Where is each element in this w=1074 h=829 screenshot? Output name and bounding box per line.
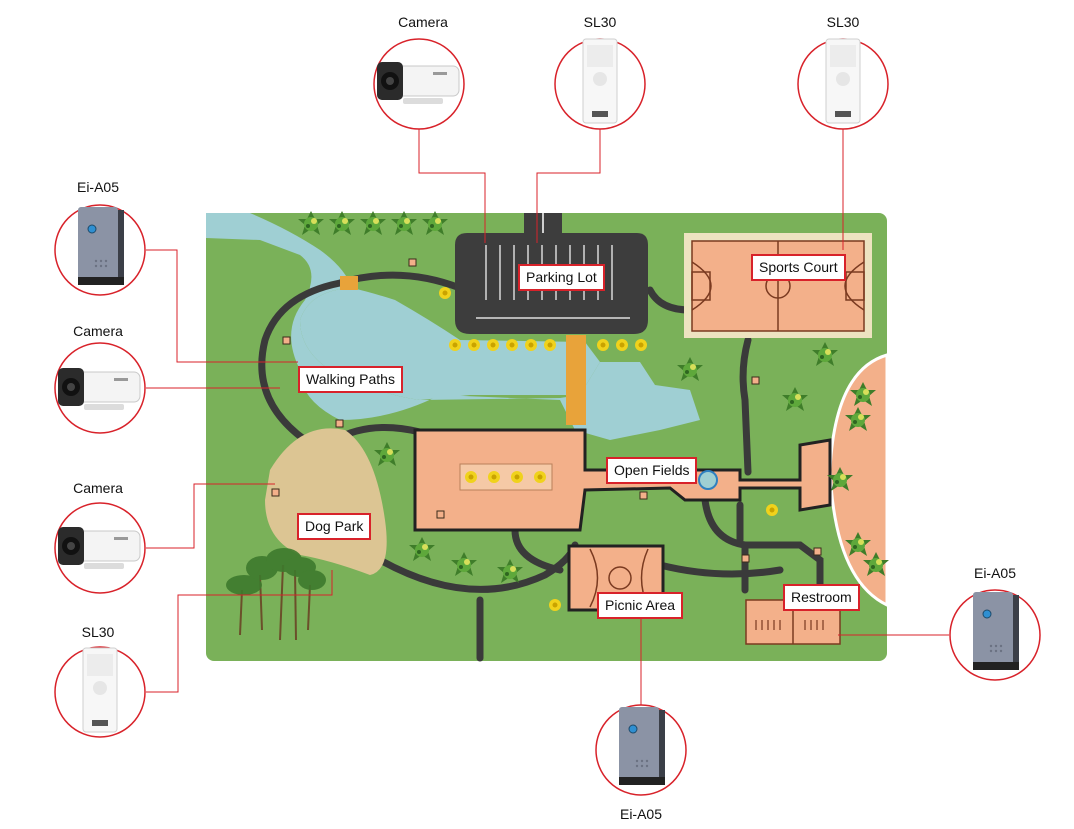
bridge-west: [340, 276, 358, 290]
caption-sl30-left: SL30: [81, 624, 115, 640]
caption-camera-top: Camera: [398, 14, 448, 30]
caption-ei-left: Ei-A05: [76, 179, 120, 195]
caption-camera-left-b: Camera: [73, 480, 123, 496]
intercom-icon: [618, 706, 666, 786]
device-ei-left: [54, 204, 146, 296]
device-camera-top: [373, 38, 465, 130]
sports-court-area: [684, 233, 872, 338]
walking-path-network: [258, 271, 824, 662]
intercom-icon: [77, 206, 125, 286]
intercom-icon: [972, 591, 1020, 671]
fountain: [698, 470, 718, 490]
device-camera-left-b: [54, 502, 146, 594]
label-walking-paths: Walking Paths: [298, 366, 403, 393]
column-speaker-icon: [82, 647, 118, 733]
caption-sl30-top-b: SL30: [826, 14, 860, 30]
label-dog-park: Dog Park: [297, 513, 372, 540]
caption-camera-left-a: Camera: [73, 323, 123, 339]
caption-ei-bottom: Ei-A05: [619, 806, 663, 822]
connector-lines: [146, 128, 949, 706]
device-sl30-top-a: [554, 38, 646, 130]
tall-tree-canopy: [226, 548, 326, 595]
caption-ei-right: Ei-A05: [973, 565, 1017, 581]
map-markers: [271, 258, 822, 563]
label-sports-court: Sports Court: [751, 254, 846, 281]
label-restroom: Restroom: [783, 584, 860, 611]
label-parking-lot: Parking Lot: [518, 264, 605, 291]
bridge-central: [566, 335, 586, 425]
column-speaker-icon: [582, 38, 618, 124]
caption-sl30-top-a: SL30: [583, 14, 617, 30]
device-sl30-top-b: [797, 38, 889, 130]
device-sl30-left: [54, 646, 146, 738]
device-ei-right: [949, 589, 1041, 681]
column-speaker-icon: [825, 38, 861, 124]
label-picnic-area: Picnic Area: [597, 592, 684, 619]
device-ei-bottom: [595, 704, 687, 796]
label-open-fields: Open Fields: [606, 457, 698, 484]
device-camera-left-a: [54, 342, 146, 434]
